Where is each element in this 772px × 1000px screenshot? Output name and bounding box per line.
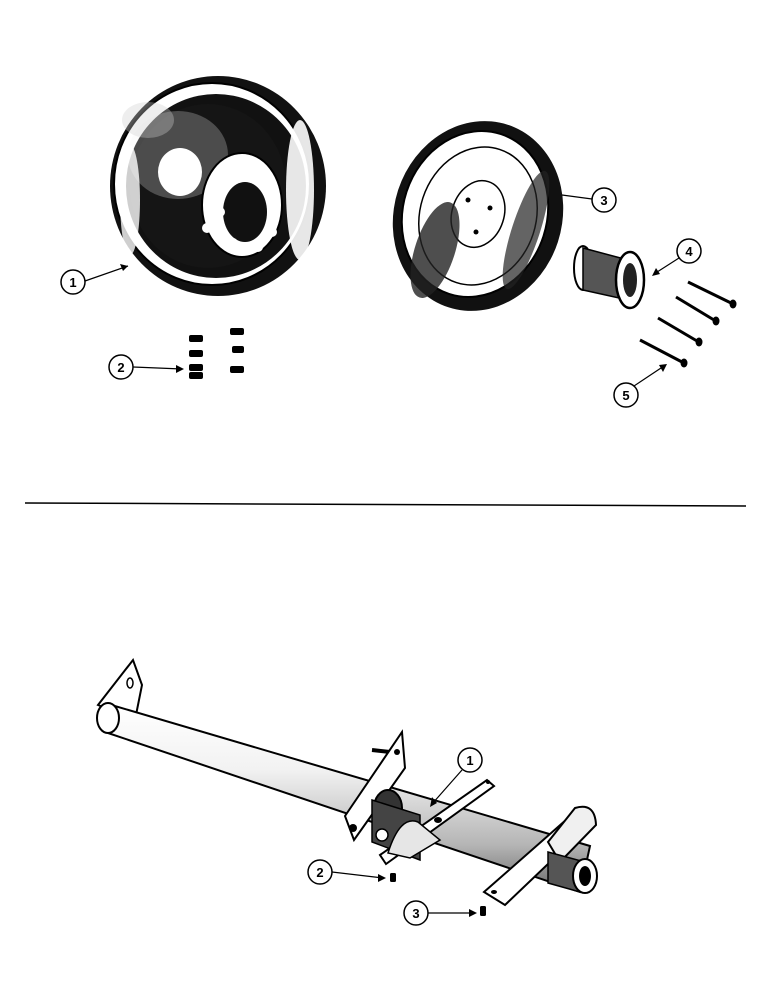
lower-bolts bbox=[390, 873, 486, 916]
svg-text:1: 1 bbox=[69, 275, 76, 290]
svg-text:4: 4 bbox=[685, 244, 693, 259]
svg-text:1: 1 bbox=[466, 753, 473, 768]
callout-upper-1: 1 bbox=[60, 264, 129, 295]
large-wheel-rim bbox=[110, 76, 326, 296]
callout-upper-2: 2 bbox=[108, 354, 184, 380]
svg-text:2: 2 bbox=[117, 360, 124, 375]
svg-text:3: 3 bbox=[600, 193, 607, 208]
hardware-bolts bbox=[189, 328, 244, 379]
svg-text:5: 5 bbox=[622, 388, 629, 403]
axle-assembly bbox=[96, 657, 598, 907]
callout-lower-3: 3 bbox=[403, 900, 477, 926]
long-bolts bbox=[639, 280, 737, 368]
section-divider bbox=[24, 502, 747, 507]
svg-text:3: 3 bbox=[412, 906, 419, 921]
svg-text:2: 2 bbox=[316, 865, 323, 880]
callout-lower-2: 2 bbox=[307, 859, 386, 885]
callout-upper-5: 5 bbox=[613, 364, 667, 408]
hub-spacer bbox=[573, 245, 646, 310]
callout-upper-4: 4 bbox=[652, 238, 702, 276]
small-wheel-rim bbox=[392, 121, 564, 311]
callout-upper-3: 3 bbox=[561, 187, 617, 213]
callout-lower-1: 1 bbox=[430, 747, 483, 807]
